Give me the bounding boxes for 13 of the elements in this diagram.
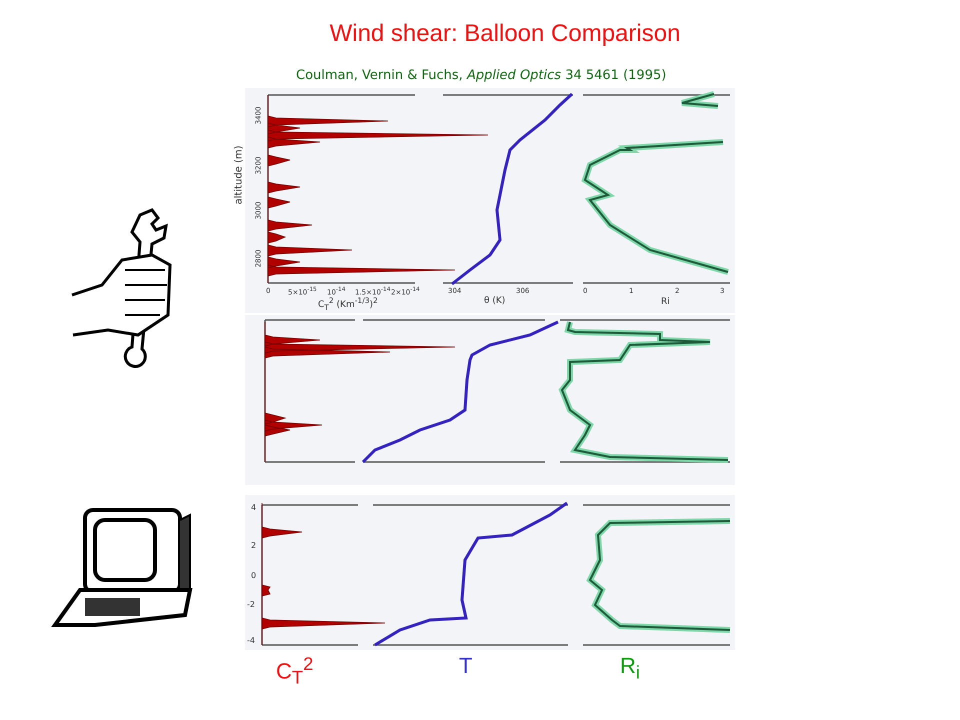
axis-title: C$_{T}$$^{2}$ (Km$^{-1/3}$)$^{2}$	[318, 297, 378, 312]
axis-title: θ (K)	[484, 297, 506, 306]
curve-label: R$_{i}$	[620, 655, 640, 682]
tick-label: 4	[251, 504, 256, 512]
axis-title: Ri	[661, 298, 670, 307]
axis-title: altitude (m)	[234, 145, 245, 205]
tick-label: -2	[247, 601, 255, 609]
citation: Coulman, Vernin & Fuchs, Applied Optics 34 5461 (1995)	[296, 69, 666, 82]
tick-label: 0	[251, 572, 256, 580]
curve-label: T	[459, 655, 472, 677]
tick-label: -4	[247, 637, 255, 645]
tick-label: 2	[251, 542, 256, 550]
slide-title: Wind shear: Balloon Comparison	[328, 22, 682, 46]
